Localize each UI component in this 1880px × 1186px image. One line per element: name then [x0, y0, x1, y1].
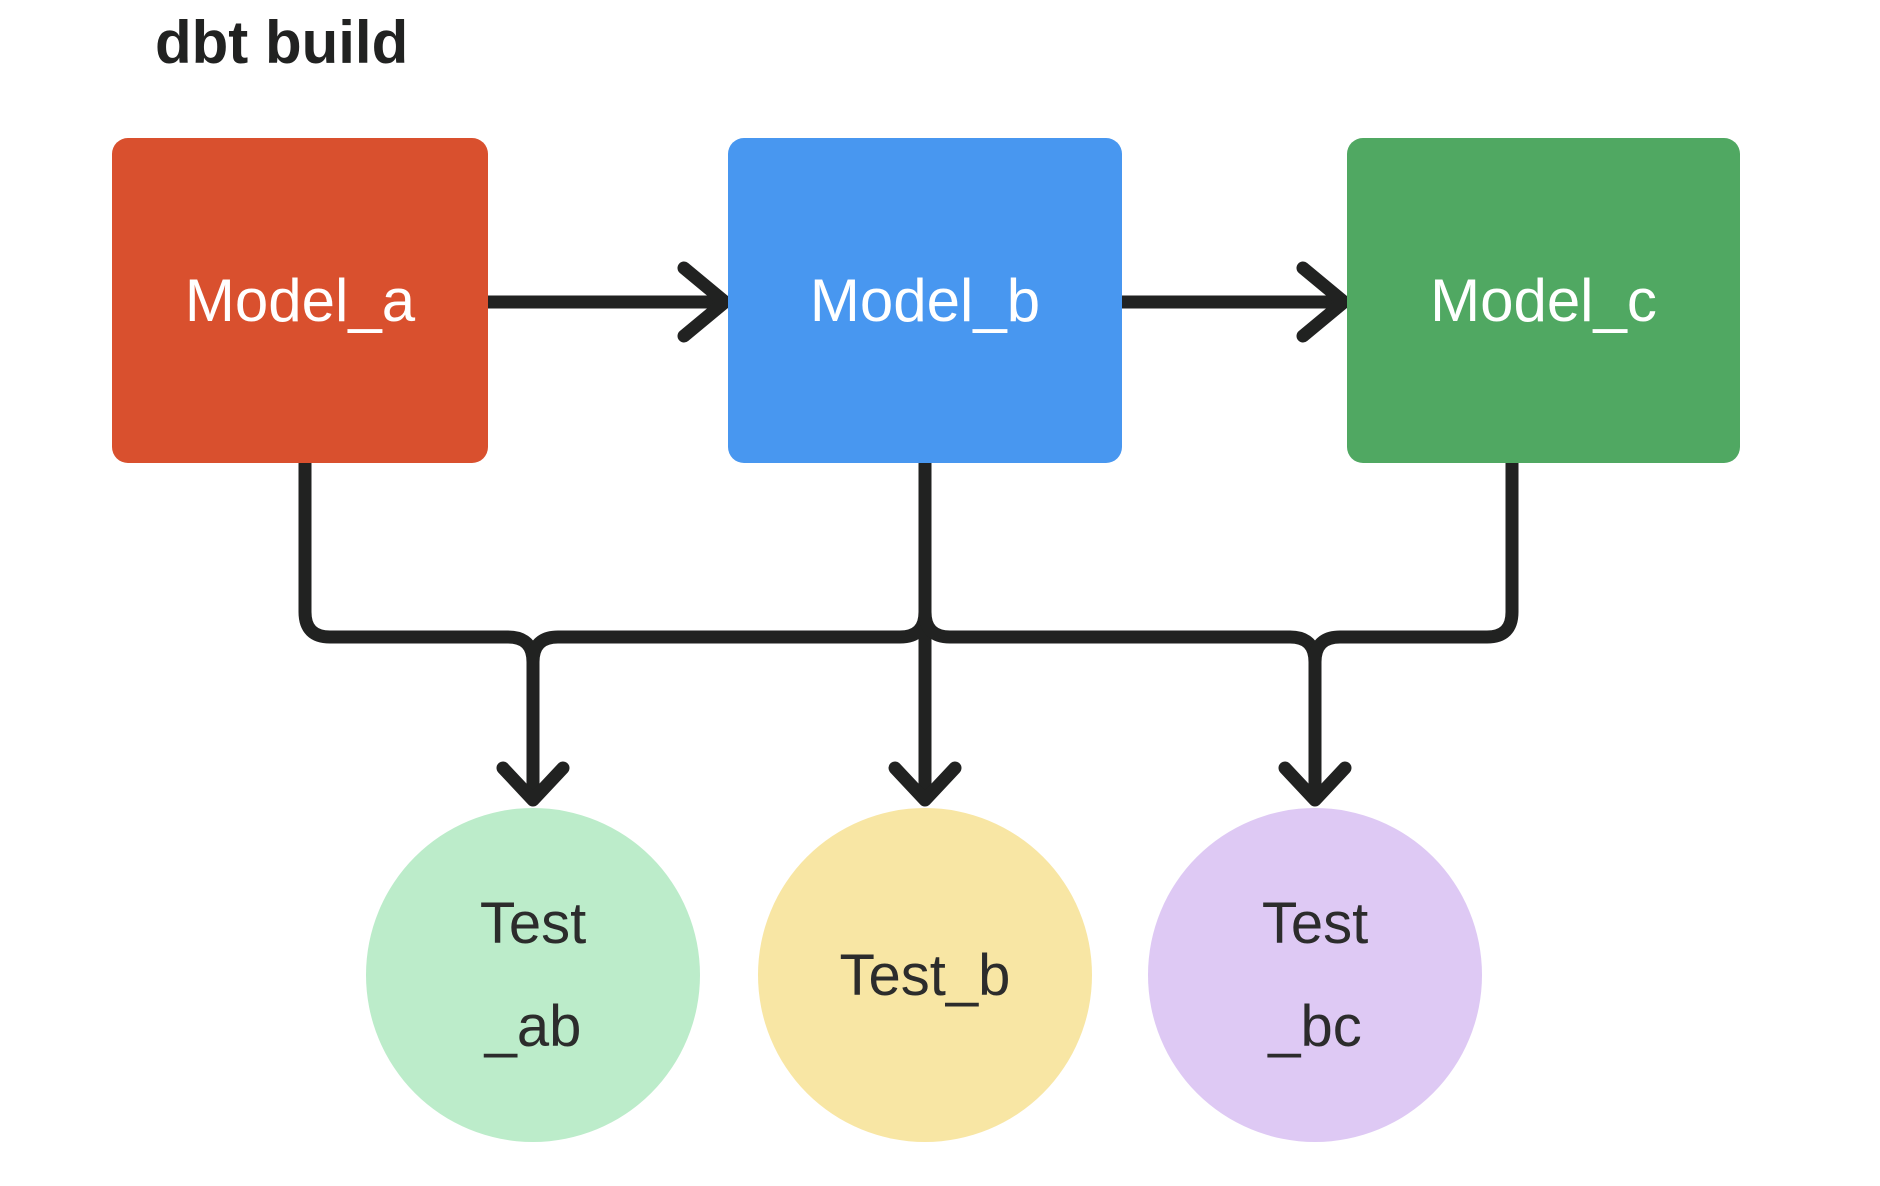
node-model-b-label: Model_b — [809, 267, 1041, 334]
node-test-ab: Test _ab — [366, 808, 700, 1142]
arrowhead-into-model-b — [677, 261, 732, 343]
edge-model-c-to-test-bc — [1308, 456, 1519, 797]
edge-model-b-to-test-ab — [526, 456, 932, 797]
node-test-bc: Test _bc — [1148, 808, 1482, 1142]
node-test-b-label-line-1: Test_b — [839, 942, 1011, 1008]
arrowhead-into-test-bc — [1278, 761, 1352, 807]
node-model-c-label: Model_c — [1430, 267, 1657, 334]
node-model-c: Model_c — [1347, 138, 1740, 463]
node-model-a-label: Model_a — [184, 267, 416, 334]
edge-model-a-to-test-ab — [298, 456, 540, 797]
node-test-ab-label-line-2: _ab — [484, 994, 582, 1059]
node-test-bc-label-line-2: _bc — [1268, 994, 1362, 1059]
node-test-ab-label-line-1: Test — [479, 891, 587, 956]
edge-strokes — [298, 261, 1519, 807]
node-test-b: Test_b — [758, 808, 1092, 1142]
edge-model-b-to-test-bc — [918, 456, 1322, 797]
diagram-title: dbt build — [155, 9, 409, 76]
arrowhead-into-test-b — [888, 761, 962, 807]
arrowhead-into-test-ab — [496, 761, 570, 807]
node-test-bc-label-line-1: Test — [1261, 891, 1369, 956]
arrowhead-into-model-c — [1296, 261, 1351, 343]
node-model-a: Model_a — [112, 138, 488, 463]
node-model-b: Model_b — [728, 138, 1122, 463]
